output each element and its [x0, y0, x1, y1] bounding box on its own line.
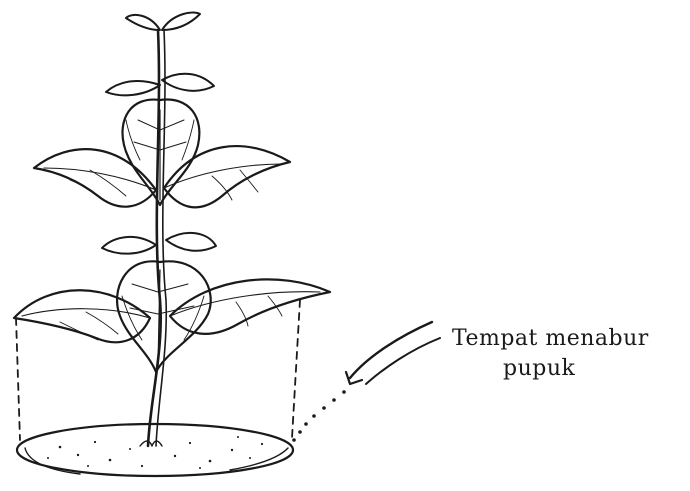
annotation-label-line-1: Tempat menabur	[452, 326, 649, 351]
central-heart-leaf	[123, 100, 200, 205]
stem-base	[140, 441, 162, 446]
pointer-arrow	[346, 322, 440, 384]
fertilizer-ring	[17, 424, 293, 476]
middle-right-leaf	[164, 146, 290, 207]
dotted-trail	[292, 390, 346, 442]
middle-left-leaf	[34, 149, 156, 207]
annotation-label-line-2: pupuk	[503, 356, 575, 381]
top-bud-leaves	[126, 13, 200, 30]
plant-stem	[148, 30, 166, 446]
mid-small-leaves	[102, 233, 216, 254]
lower-right-leaf	[170, 279, 330, 333]
